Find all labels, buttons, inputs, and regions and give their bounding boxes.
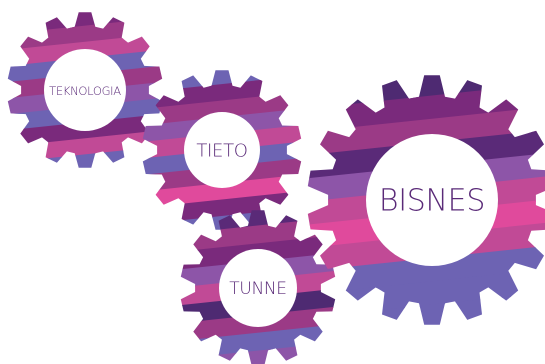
gear-hub-teknologia: [44, 49, 126, 131]
gear-stripe: [142, 173, 302, 209]
gear-tieto: TIETO: [142, 70, 302, 230]
gear-hub-bisnes: [366, 134, 498, 266]
gear-hub-tunne: [219, 249, 297, 327]
gear-label-tunne: TUNNE: [229, 279, 287, 299]
gear-stripe: [142, 75, 301, 111]
gear-stripe: [142, 92, 302, 128]
gear-teknologia: TEKNOLOGIA: [7, 12, 163, 168]
gear-stripe: [143, 190, 302, 226]
gear-stripe: [8, 129, 163, 164]
gear-body-teknologia: [7, 12, 163, 168]
gear-stripe: [309, 243, 545, 295]
gear-bisnes: BISNES: [307, 75, 545, 325]
gear-stripe: [307, 106, 545, 158]
gear-label-tieto: TIETO: [196, 141, 247, 162]
gear-stripe: [7, 17, 162, 52]
gear-stripe: [180, 217, 336, 254]
gear-label-bisnes: BISNES: [379, 184, 485, 219]
gear-stripe: [181, 323, 336, 360]
gear-hub-tieto: [184, 112, 260, 188]
gear-label-teknologia: TEKNOLOGIA: [49, 84, 121, 98]
